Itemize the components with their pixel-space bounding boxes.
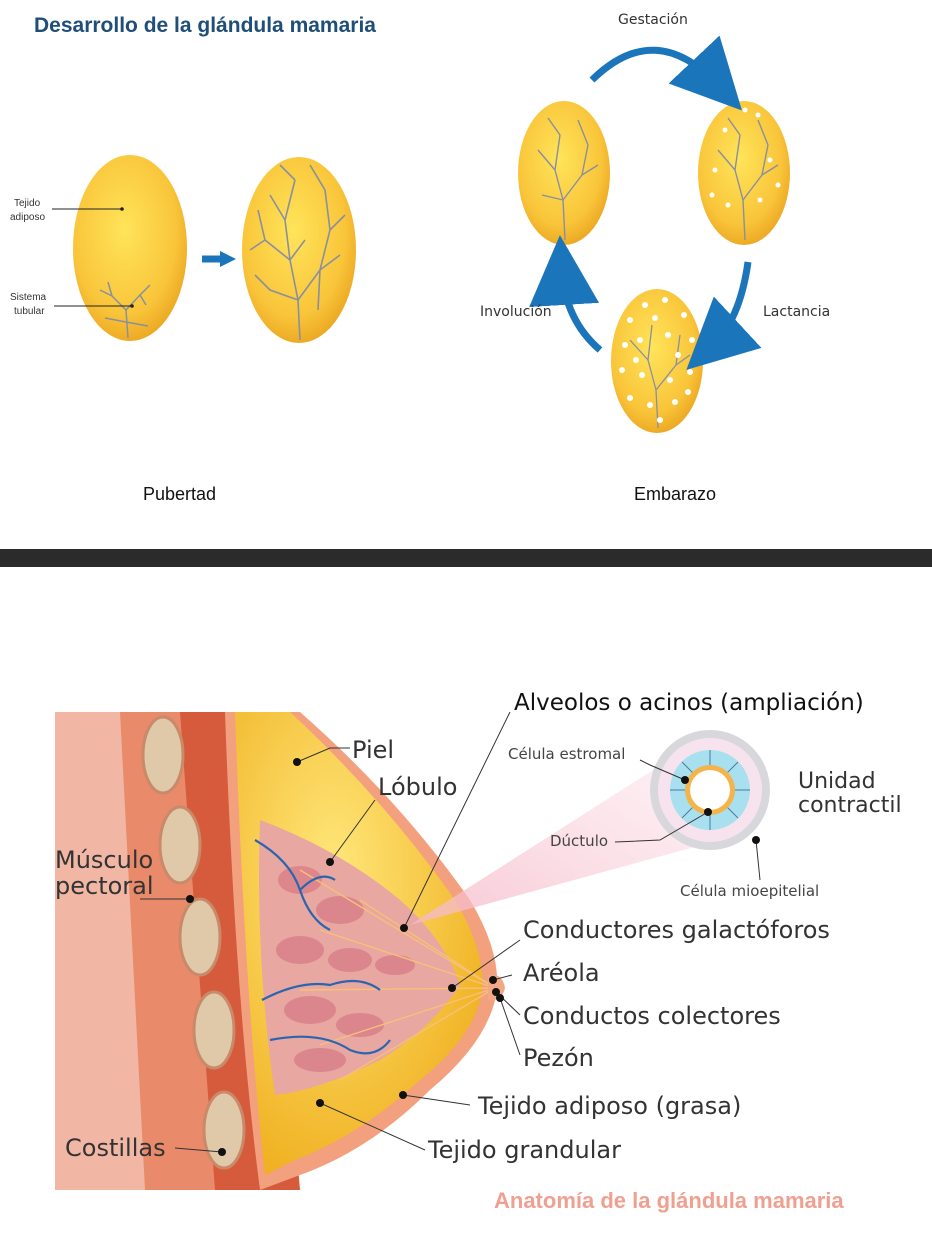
diagram-caption: Anatomía de la glándula mamaria [494, 1188, 844, 1213]
alveoli-title: Alveolos o acinos (ampliación) [514, 690, 864, 716]
involution-label: Involución [480, 304, 552, 320]
adipose-label: Tejido adiposo (grasa) [478, 1092, 742, 1120]
pregnancy-label: Embarazo [634, 484, 717, 504]
gland-prepuberty [73, 155, 187, 341]
gland-gestation [698, 101, 790, 245]
gestation-label: Gestación [618, 12, 688, 28]
areola-label: Aréola [523, 959, 600, 987]
lactation-label: Lactancia [763, 304, 831, 320]
lactiferous-ducts-label: Conductores galactóforos [523, 916, 830, 944]
arrow-lactation-icon [686, 261, 762, 370]
collecting-ducts-label: Conductos colectores [523, 1002, 781, 1030]
contractile-label-line1: Unidad [798, 769, 876, 794]
duct-label-line2: tubular [14, 306, 45, 317]
puberty-label: Pubertad [143, 484, 217, 504]
ribs-label: Costillas [65, 1134, 166, 1162]
stromal-cell-label: Célula estromal [508, 745, 626, 763]
arrow-gestation-icon [589, 35, 742, 111]
anatomy-dots [186, 758, 760, 1156]
arrow-involution-icon [529, 235, 603, 353]
gland-resting [518, 101, 610, 245]
page-title: Desarrollo de la glándula mamaria [34, 14, 376, 37]
duct-label-line1: Sistema [10, 292, 47, 303]
gland-lactation [611, 289, 703, 433]
muscle-label-line1: Músculo [55, 846, 154, 874]
lobule-label: Lóbulo [378, 773, 458, 801]
contractile-label-line2: contractil [798, 793, 902, 818]
fat-label-line2: adiposo [10, 212, 46, 223]
glandular-label: Tejido grandular [428, 1136, 621, 1164]
fat-label-line1: Tejido [14, 198, 41, 209]
breast-anatomy-illustration [55, 712, 770, 1190]
gland-postpuberty [242, 157, 356, 343]
myoepithelial-cell-label: Célula mioepitelial [680, 882, 820, 900]
muscle-label-line2: pectoral [55, 872, 154, 900]
skin-label: Piel [352, 736, 395, 764]
section-divider [0, 549, 932, 567]
ductule-label: Dúctulo [550, 832, 609, 850]
nipple-label: Pezón [523, 1044, 594, 1072]
anatomy-leaders [140, 711, 761, 1153]
